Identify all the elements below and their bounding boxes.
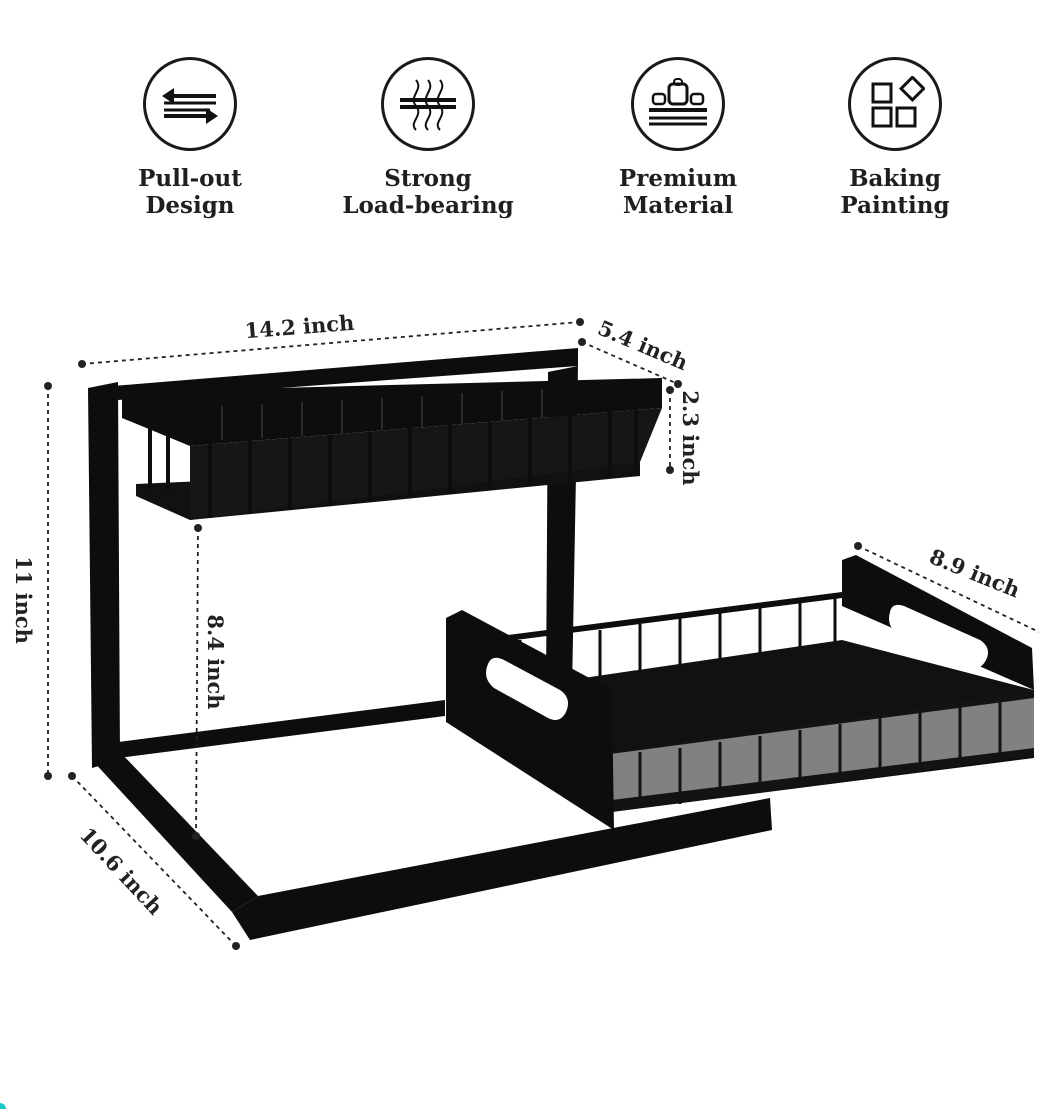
dim-base-depth: 10.6 inch	[75, 822, 168, 919]
feature-label: Baking Painting	[840, 165, 950, 219]
shapes-icon	[848, 57, 942, 151]
feature-baking-painting: Baking Painting	[828, 57, 962, 219]
feature-load-bearing: Strong Load-bearing	[338, 57, 518, 219]
feature-premium-material: Premium Material	[603, 57, 753, 219]
dimension-lines	[47, 321, 1039, 947]
feature-label: Strong Load-bearing	[342, 165, 514, 219]
dim-drawer-depth: 8.9 inch	[926, 544, 1024, 603]
feature-pull-out: Pull-out Design	[130, 57, 250, 219]
heat-plate-icon	[381, 57, 475, 151]
pull-out-drawer	[446, 555, 1034, 830]
top-basket	[122, 378, 662, 520]
dim-top-depth: 5.4 inch	[594, 315, 691, 375]
weights-icon	[631, 57, 725, 151]
arrows-icon	[143, 57, 237, 151]
dim-inner-height: 8.4 inch	[203, 614, 228, 709]
dimension-dots	[44, 318, 862, 950]
dim-total-height: 11 inch	[11, 556, 36, 644]
corner-accent	[0, 1103, 6, 1109]
dim-basket-height: 2.3 inch	[678, 390, 703, 485]
feature-label: Premium Material	[618, 165, 738, 219]
feature-label: Pull-out Design	[138, 165, 242, 219]
dim-width: 14.2 inch	[244, 310, 355, 344]
